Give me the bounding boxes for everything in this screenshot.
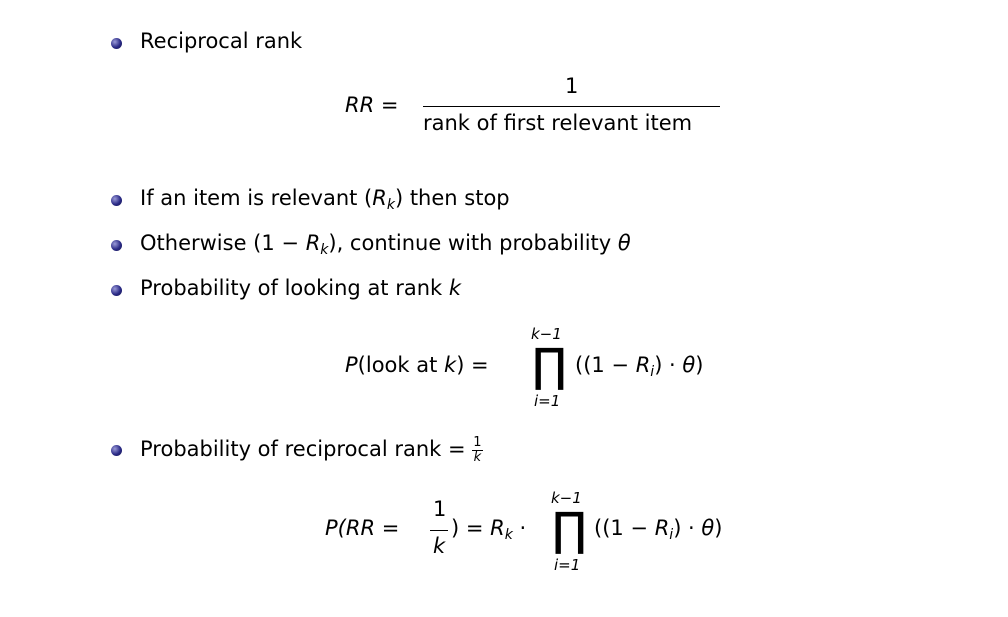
bullet-reciprocal-rank: Reciprocal rank xyxy=(140,29,302,53)
eq1-fraction-line xyxy=(423,106,720,108)
bullet-text: Otherwise (1 − xyxy=(140,231,306,255)
bullet-icon xyxy=(111,240,122,251)
math-p: P xyxy=(345,353,358,377)
bullet-icon xyxy=(111,195,122,206)
eq3-middle: ) = Rk · xyxy=(451,516,526,543)
eq1-denominator: rank of first relevant item xyxy=(423,111,693,135)
math-theta: θ xyxy=(682,353,696,377)
math-k: k xyxy=(433,534,446,558)
bullet-text: Reciprocal rank xyxy=(140,29,303,53)
eq1-rr: RR xyxy=(345,93,375,117)
bullet-text: Probability of looking at rank xyxy=(140,276,449,300)
product-upper-text: k−1 xyxy=(551,489,582,507)
eq2-product-upper: k−1 xyxy=(531,325,562,343)
math-sub: i xyxy=(669,527,674,543)
math-r: R xyxy=(490,516,505,540)
eq3-fraction-line xyxy=(430,530,448,532)
product-lower-text: i=1 xyxy=(534,392,561,410)
math-sub: i xyxy=(650,364,655,380)
math-k: k xyxy=(444,353,457,377)
product-lower-text: i=1 xyxy=(554,556,581,574)
eq-text: ((1 − xyxy=(575,353,636,377)
eq1-numerator: 1 xyxy=(565,74,579,98)
eq-text: ) = xyxy=(456,353,489,377)
bullet-relevant-stop: If an item is relevant (Rk) then stop xyxy=(140,186,510,213)
eq1-equals: = xyxy=(380,93,399,117)
math-p: P( xyxy=(325,516,346,540)
eq-text: ) · xyxy=(654,353,683,377)
math-r: R xyxy=(305,231,321,255)
bullet-text-after: ) then stop xyxy=(394,186,510,210)
product-upper-text: k−1 xyxy=(531,325,562,343)
math-sub: k xyxy=(320,242,329,258)
bullet-text: Probability of reciprocal rank = xyxy=(140,437,473,462)
eq3-product-upper: k−1 xyxy=(551,489,582,507)
eq-text: = xyxy=(375,516,400,540)
product-icon: ∏ xyxy=(552,502,587,556)
eq-text: ) = xyxy=(451,516,491,540)
eq-text: ) · xyxy=(673,516,702,540)
fraction-denominator: k xyxy=(473,449,482,465)
bullet-otherwise: Otherwise (1 − Rk), continue with probab… xyxy=(140,231,631,258)
bullet-text: If an item is relevant ( xyxy=(140,186,373,210)
eq-text: · xyxy=(512,516,527,540)
eq3-rhs: ((1 − Ri) · θ) xyxy=(594,516,722,543)
math-theta: θ xyxy=(617,231,631,255)
math-r: R xyxy=(654,516,670,540)
math-rr: RR xyxy=(345,516,376,540)
bullet-text-after: ), continue with probability xyxy=(328,231,618,255)
bullet-probability-looking: Probability of looking at rank k xyxy=(140,276,461,300)
eq3-numerator: 1 xyxy=(433,497,447,521)
eq2-rhs: ((1 − Ri) · θ) xyxy=(575,353,703,380)
eq2-product-lower: i=1 xyxy=(534,392,560,410)
fraction-numerator: 1 xyxy=(472,435,483,451)
math-r: R xyxy=(635,353,651,377)
product-icon: ∏ xyxy=(532,338,567,392)
math-r: R xyxy=(372,186,387,210)
eq-text: ) xyxy=(714,516,723,540)
math-k: k xyxy=(448,276,462,300)
bullet-icon xyxy=(111,285,122,296)
eq2-lhs: P(look at k) = xyxy=(345,353,489,377)
eq1-lhs: RR = xyxy=(345,93,398,117)
eq3-denominator: k xyxy=(433,534,445,558)
eq3-product-lower: i=1 xyxy=(554,556,580,574)
bullet-icon xyxy=(111,445,122,456)
eq-text: ((1 − xyxy=(594,516,655,540)
eq-text: (look at xyxy=(357,353,445,377)
bullet-icon xyxy=(111,38,122,49)
eq3-lhs: P(RR = xyxy=(325,516,399,540)
eq-text: ) xyxy=(695,353,704,377)
math-sub: k xyxy=(504,527,513,543)
math-sub: k xyxy=(386,197,395,213)
math-theta: θ xyxy=(701,516,715,540)
